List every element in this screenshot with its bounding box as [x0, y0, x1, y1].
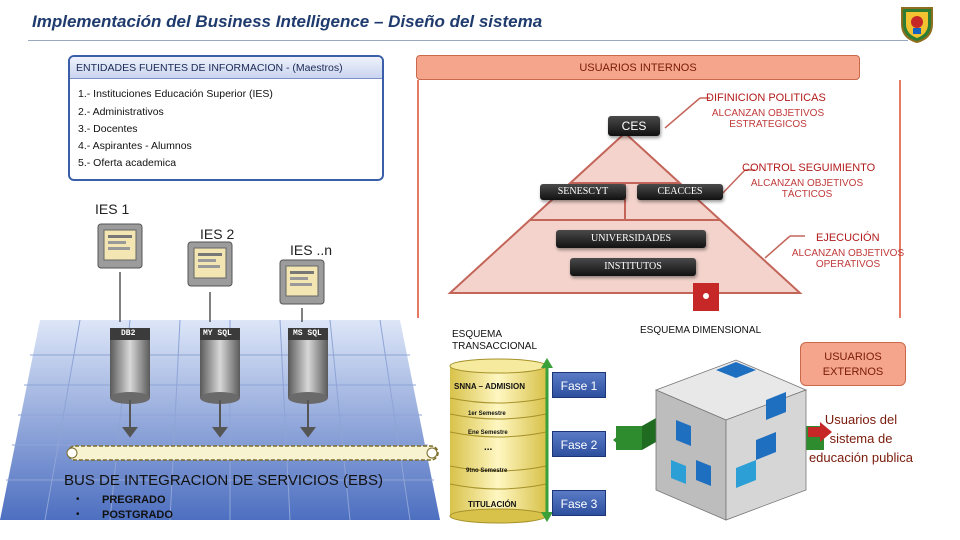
bullet: • — [76, 509, 80, 520]
ies-label: IES ..n — [290, 242, 333, 258]
internal-users-header: USUARIOS INTERNOS — [416, 55, 860, 80]
control-sub: ALCANZAN OBJETIVOS TÁCTICOS — [750, 178, 864, 200]
integration-platform-grid — [0, 319, 440, 521]
transactional-db-stack — [449, 358, 547, 524]
transactional-schema-label: ESQUEMA TRANSACCIONAL — [452, 329, 538, 352]
cylinder-label: SNNA – ADMISION — [454, 382, 525, 391]
phase-arrow — [541, 358, 553, 522]
external-users-header: USUARIOS EXTERNOS — [800, 342, 906, 386]
dimensional-cube-icon — [616, 359, 824, 521]
source-entities-header: ENTIDADES FUENTES DE INFORMACION - (Maes… — [70, 57, 382, 79]
execution-label: EJECUCIÓN — [816, 232, 880, 244]
db-cylinder — [288, 328, 328, 404]
db-cylinder — [200, 328, 240, 404]
control-label: CONTROL SEGUIMIENTO — [742, 162, 876, 174]
db-cylinder — [110, 328, 150, 404]
cylinder-label: TITULACIÓN — [468, 500, 517, 509]
db-label: MS SQL — [293, 329, 322, 338]
ies-label: IES 2 — [200, 226, 235, 242]
source-item: 2.- Administrativos — [78, 106, 164, 118]
phase-1: Fase 1 — [552, 372, 606, 398]
external-users-description: Usuarios del sistema de educación public… — [808, 412, 914, 465]
cylinder-label: Ene Semestre — [468, 430, 508, 436]
policy-sub: ALCANZAN OBJETIVOS ESTRATEGICOS — [711, 108, 825, 130]
title-divider — [28, 40, 908, 41]
arrow-right-icon — [808, 422, 832, 442]
cylinder-ellipsis: ... — [484, 442, 493, 453]
ebs-item: PREGRADO — [102, 494, 166, 506]
phase-3: Fase 3 — [552, 490, 606, 516]
execution-sub: ALCANZAN OBJETIVOS OPERATIVOS — [791, 248, 905, 270]
cylinder-label: 1er Semestre — [468, 411, 506, 417]
university-crest-icon — [901, 7, 933, 44]
institutos-node: INSTITUTOS — [570, 258, 696, 276]
monitor-to-db-lines — [119, 272, 303, 322]
internal-users-bracket — [417, 80, 901, 318]
senescyt-node: SENESCYT — [540, 184, 626, 200]
source-item: 5.- Oferta academica — [78, 157, 177, 169]
source-item: 1.- Instituciones Educación Superior (IE… — [78, 88, 273, 100]
phase-2: Fase 2 — [552, 431, 606, 457]
db-label: DB2 — [121, 329, 136, 338]
ces-node: CES — [608, 116, 660, 136]
dimensional-schema-label: ESQUEMA DIMENSIONAL — [640, 325, 762, 336]
ceacces-node: CEACCES — [637, 184, 723, 200]
monitor-icon — [187, 241, 233, 287]
ebs-item: POSTGRADO — [102, 509, 173, 521]
page-title: Implementación del Business Intelligence… — [32, 12, 543, 31]
arrow-left-icon — [613, 430, 639, 450]
universidades-node: UNIVERSIDADES — [556, 230, 706, 248]
bullet: • — [76, 494, 80, 505]
ebs-label: BUS DE INTEGRACION DE SERVICIOS (EBS) — [64, 472, 383, 489]
source-item: 3.- Docentes — [78, 123, 138, 135]
cylinder-label: 9tno Semestre — [466, 468, 508, 474]
ies-label: IES 1 — [95, 201, 130, 217]
monitor-icon — [279, 259, 325, 305]
source-item: 4.- Aspirantes - Alumnos — [78, 140, 192, 152]
db-label: MY SQL — [203, 329, 232, 338]
monitor-icon — [97, 223, 143, 269]
policy-label: DIFINICION POLITICAS — [706, 92, 826, 104]
